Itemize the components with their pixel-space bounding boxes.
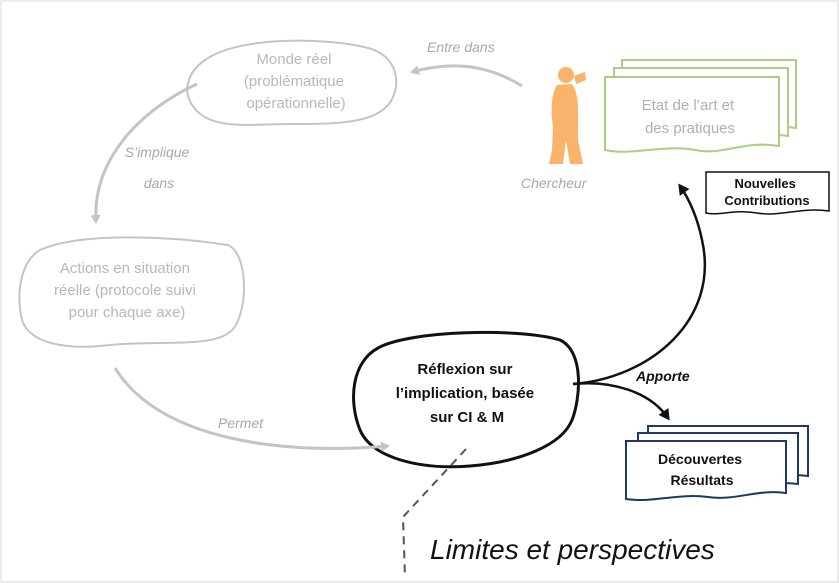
entre-dans-label: Entre dans (427, 39, 495, 55)
arrow-to-contributions (572, 183, 707, 386)
nouvelles-contributions-label: Nouvelles Contributions (724, 176, 809, 208)
actions-shape (18, 236, 245, 348)
limites-connector (401, 448, 467, 579)
reflexion-shape (352, 330, 580, 469)
s-implique-label: S’implique dans (125, 144, 193, 191)
arrow-apporte (572, 382, 670, 421)
decouvertes-label: Découvertes Résultats (658, 451, 746, 488)
arrow-permet (113, 367, 390, 452)
apporte-label: Apporte (635, 368, 690, 384)
permet-label: Permet (218, 415, 264, 431)
actions-label: Actions en situation réelle (protocole s… (54, 260, 200, 321)
reflexion-label: Réflexion sur l’implication, basée sur C… (396, 361, 539, 426)
arrow-entre-dans (410, 64, 523, 88)
etat-art-documents (604, 59, 797, 153)
monde-reel-label: Monde réel (problématique opérationnelle… (244, 51, 348, 112)
limites-perspectives-label: Limites et perspectives (430, 534, 715, 565)
monde-reel-shape (186, 39, 398, 126)
etat-art-label: Etat de l’art et des pratiques (642, 97, 739, 137)
arrow-s-implique (90, 82, 198, 224)
decouvertes-documents (625, 425, 809, 501)
chercheur-figure (549, 67, 586, 164)
chercheur-label: Chercheur (521, 175, 588, 191)
nouvelles-contributions-box (705, 171, 830, 215)
